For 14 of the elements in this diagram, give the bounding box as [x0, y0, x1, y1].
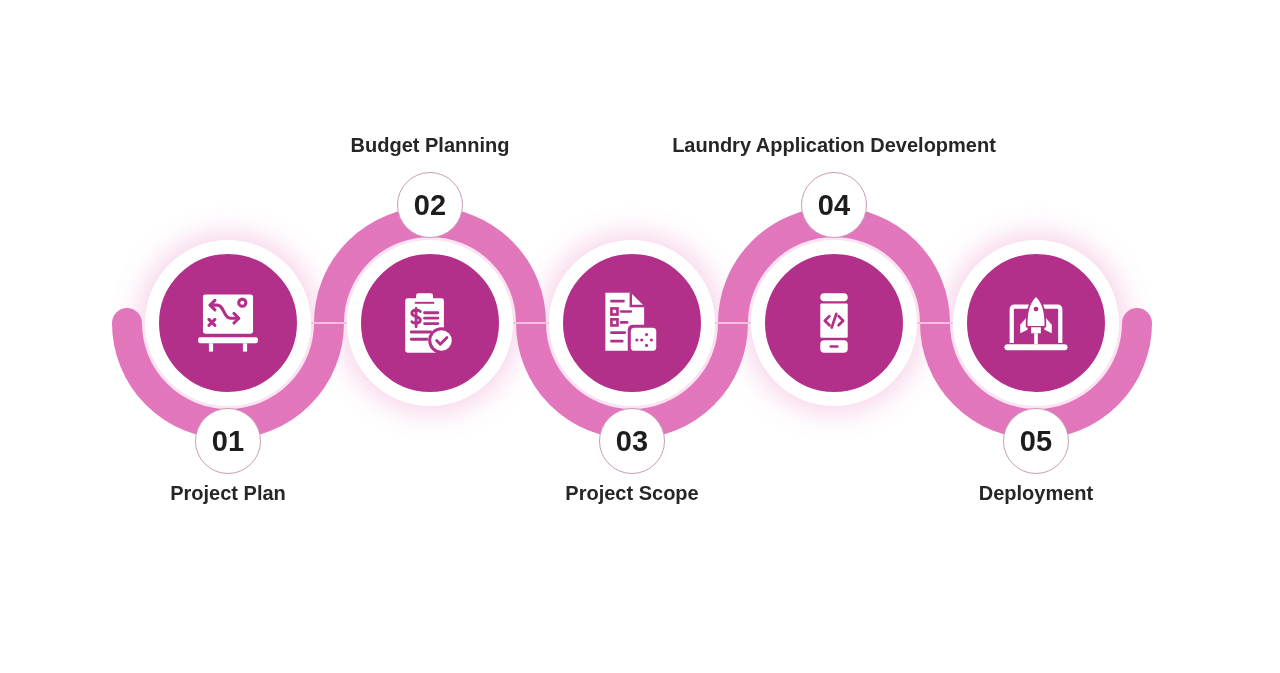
step-label: Project Plan: [170, 482, 286, 505]
step-number: 04: [817, 189, 851, 221]
step-label: Budget Planning: [350, 134, 510, 157]
connector-line: [310, 322, 348, 324]
connector-line: [714, 322, 752, 324]
connector-line: [512, 322, 550, 324]
connector-line: [916, 322, 954, 324]
step-label: Laundry Application Development: [672, 134, 996, 157]
step-label: Deployment: [978, 482, 1094, 505]
step-number: 03: [615, 425, 649, 457]
step-label: Project Scope: [565, 482, 699, 505]
step-number: 05: [1019, 425, 1053, 457]
step-number: 01: [211, 425, 245, 457]
step-number: 02: [413, 189, 447, 221]
